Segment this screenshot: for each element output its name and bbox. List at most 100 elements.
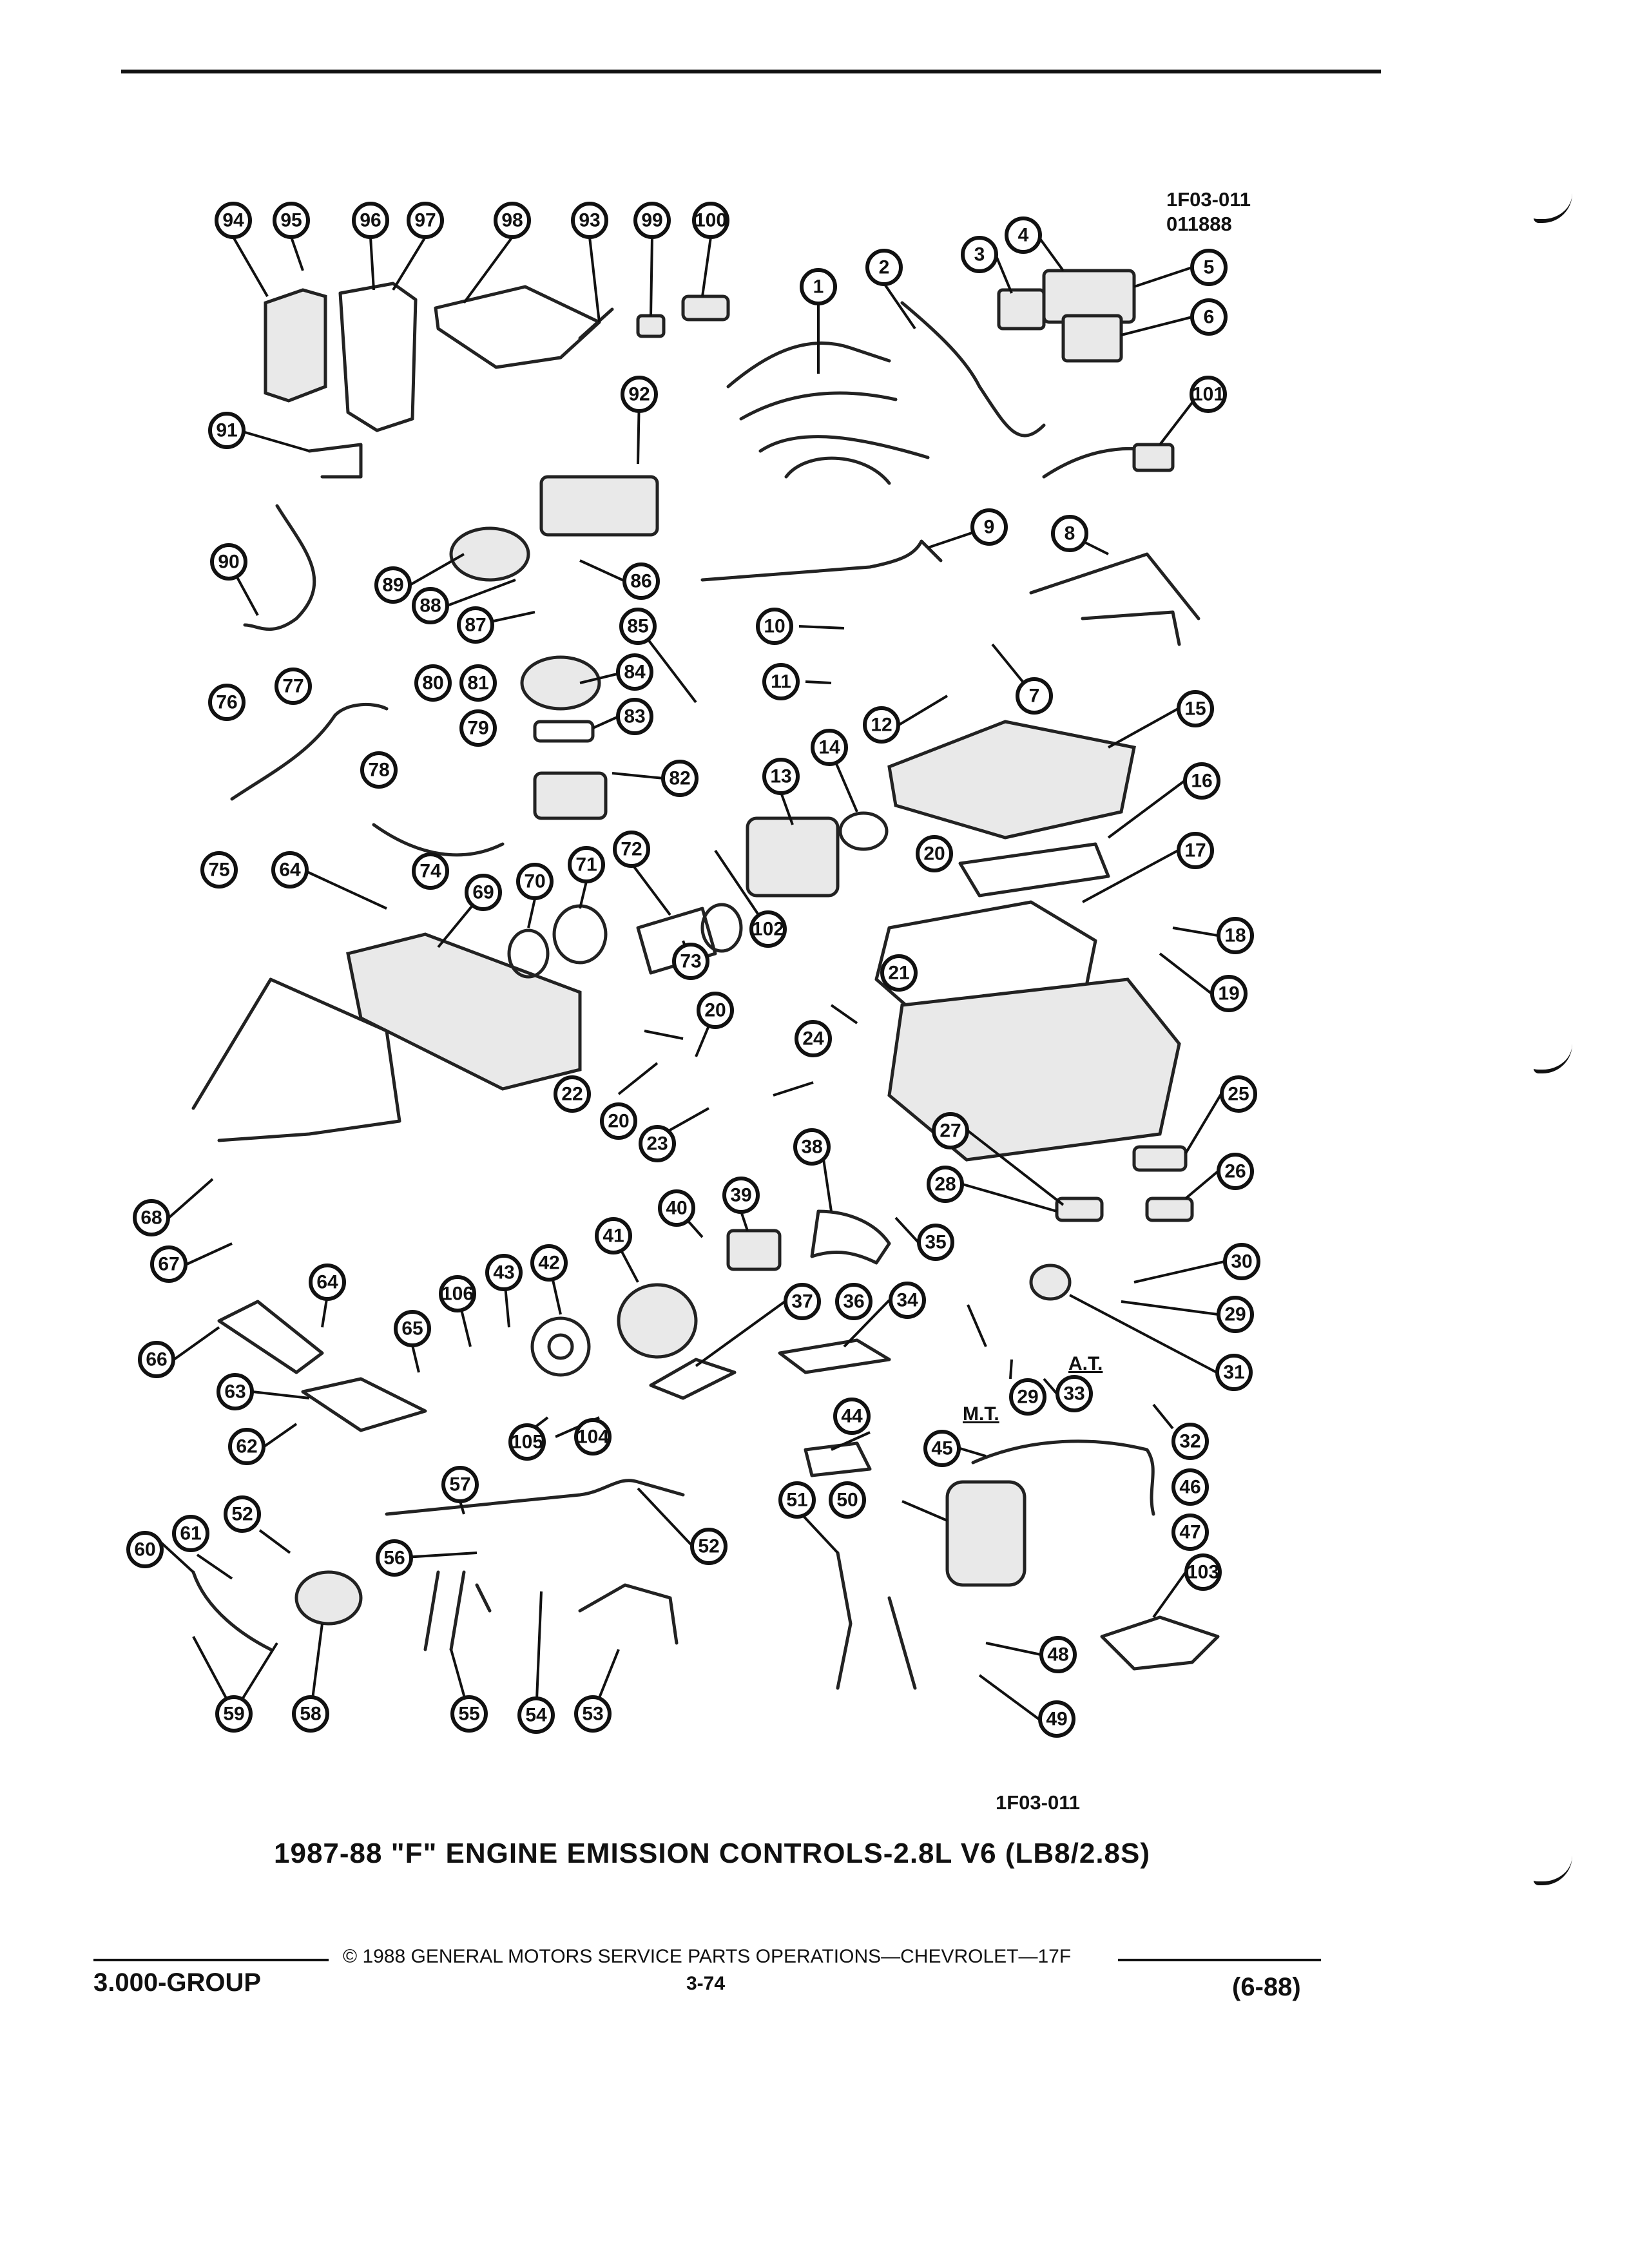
svg-text:9: 9 <box>984 517 995 538</box>
figure-code: 1F03-011 <box>996 1791 1080 1814</box>
callout-69: 69 <box>465 874 502 911</box>
svg-text:75: 75 <box>208 860 229 881</box>
callout-2: 2 <box>865 249 903 286</box>
svg-text:54: 54 <box>525 1705 547 1726</box>
callout-102: 102 <box>749 910 787 948</box>
svg-text:90: 90 <box>218 552 239 573</box>
callout-90: 90 <box>210 543 247 581</box>
svg-text:76: 76 <box>216 692 237 713</box>
callout-26: 26 <box>1217 1153 1254 1190</box>
copyright-line: © 1988 GENERAL MOTORS SERVICE PARTS OPER… <box>343 1946 1072 1967</box>
svg-text:49: 49 <box>1046 1709 1067 1730</box>
svg-text:29: 29 <box>1224 1304 1246 1325</box>
svg-text:95: 95 <box>280 210 302 231</box>
svg-text:1: 1 <box>813 276 824 298</box>
svg-text:58: 58 <box>300 1704 321 1725</box>
svg-text:26: 26 <box>1224 1161 1246 1182</box>
callout-97: 97 <box>407 202 444 239</box>
svg-text:45: 45 <box>931 1438 952 1459</box>
svg-text:29: 29 <box>1017 1387 1038 1408</box>
svg-text:68: 68 <box>140 1207 162 1229</box>
svg-text:53: 53 <box>582 1704 603 1725</box>
callout-7: 7 <box>1016 677 1053 715</box>
callout-93: 93 <box>571 202 608 239</box>
callout-37: 37 <box>784 1283 821 1320</box>
callout-49: 49 <box>1038 1700 1075 1738</box>
callout-53: 53 <box>574 1695 612 1733</box>
callout-77: 77 <box>275 668 312 705</box>
callout-59: 59 <box>215 1695 253 1733</box>
callout-70: 70 <box>516 863 554 900</box>
svg-text:91: 91 <box>216 420 237 441</box>
svg-text:64: 64 <box>316 1272 338 1293</box>
svg-text:11: 11 <box>771 671 791 693</box>
svg-text:52: 52 <box>231 1504 253 1525</box>
callout-markers: 94 95 96 97 98 93 99 100 1 2 3 4 5 6 101… <box>126 202 1260 1738</box>
callout-65: 65 <box>394 1310 431 1347</box>
callout-60: 60 <box>126 1531 164 1568</box>
callout-73: 73 <box>672 943 709 980</box>
svg-text:3: 3 <box>974 244 985 265</box>
svg-text:105: 105 <box>511 1432 543 1453</box>
callout-45: 45 <box>923 1430 961 1467</box>
svg-text:48: 48 <box>1047 1644 1068 1666</box>
callout-80: 80 <box>414 664 452 702</box>
callout-81: 81 <box>459 664 497 702</box>
callout-67: 67 <box>150 1245 188 1283</box>
svg-text:31: 31 <box>1223 1362 1244 1383</box>
svg-text:62: 62 <box>236 1436 257 1457</box>
svg-text:77: 77 <box>282 676 304 697</box>
svg-text:71: 71 <box>575 854 597 876</box>
footer-rule-left <box>93 1959 329 1961</box>
svg-text:101: 101 <box>1192 384 1224 405</box>
svg-text:2: 2 <box>879 257 890 278</box>
callout-100: 100 <box>692 202 729 239</box>
callout-5: 5 <box>1190 249 1228 286</box>
svg-text:97: 97 <box>414 210 436 231</box>
callout-10: 10 <box>756 608 793 645</box>
svg-text:92: 92 <box>628 384 650 405</box>
callout-56: 56 <box>376 1539 413 1577</box>
callout-76: 76 <box>208 684 246 721</box>
callout-16: 16 <box>1183 762 1220 800</box>
callout-85: 85 <box>619 608 657 645</box>
callout-46: 46 <box>1171 1468 1209 1506</box>
svg-text:61: 61 <box>180 1523 201 1544</box>
callout-44: 44 <box>833 1398 871 1435</box>
svg-text:94: 94 <box>222 210 244 231</box>
svg-text:80: 80 <box>422 673 443 694</box>
callout-3: 3 <box>961 236 998 273</box>
callout-66: 66 <box>138 1341 175 1378</box>
svg-text:23: 23 <box>646 1133 668 1155</box>
svg-text:83: 83 <box>624 706 645 727</box>
callout-105: 105 <box>508 1423 546 1461</box>
callout-87: 87 <box>457 606 494 644</box>
callout-64: 64 <box>271 851 309 889</box>
callout-20c: 20 <box>600 1102 637 1140</box>
svg-text:19: 19 <box>1218 983 1239 1004</box>
callout-28: 28 <box>927 1166 964 1203</box>
callout-18: 18 <box>1217 917 1254 954</box>
svg-text:20: 20 <box>923 843 945 865</box>
svg-text:84: 84 <box>624 662 646 683</box>
svg-text:50: 50 <box>836 1490 858 1511</box>
manual-transmission-label: M.T. <box>963 1403 999 1425</box>
svg-text:89: 89 <box>382 575 403 596</box>
callout-52b: 52 <box>690 1528 728 1565</box>
callout-42: 42 <box>530 1244 568 1282</box>
callout-23: 23 <box>639 1125 676 1162</box>
svg-text:4: 4 <box>1018 225 1029 246</box>
svg-text:99: 99 <box>641 210 662 231</box>
svg-text:33: 33 <box>1063 1383 1084 1405</box>
svg-text:43: 43 <box>493 1262 514 1283</box>
svg-text:64: 64 <box>279 860 301 881</box>
callout-92: 92 <box>621 376 658 413</box>
callout-75: 75 <box>200 851 238 889</box>
svg-text:56: 56 <box>383 1548 405 1569</box>
callout-54: 54 <box>517 1696 555 1734</box>
svg-text:72: 72 <box>621 839 642 860</box>
callout-36: 36 <box>835 1283 872 1320</box>
callout-91: 91 <box>208 412 246 449</box>
svg-text:8: 8 <box>1065 523 1075 544</box>
svg-text:85: 85 <box>627 616 648 637</box>
